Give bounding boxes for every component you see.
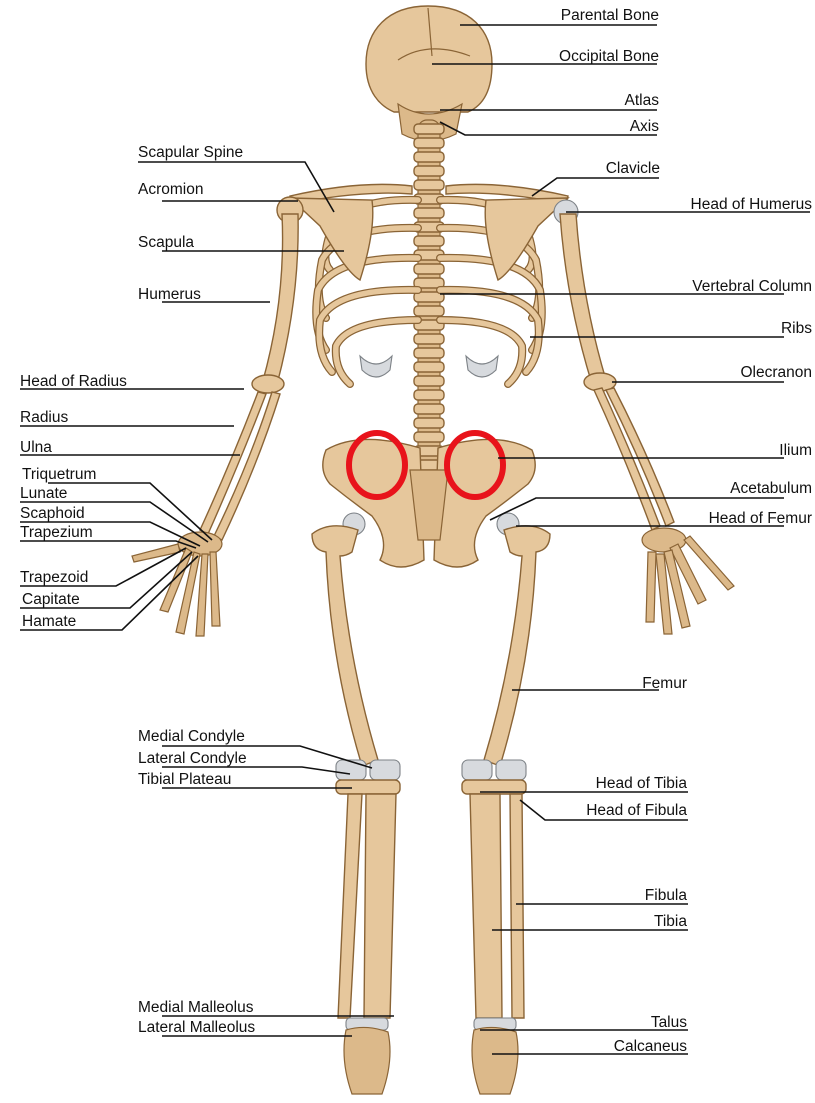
vertebra-segment bbox=[414, 236, 444, 246]
vertebra-segment bbox=[414, 432, 444, 442]
label-head-of-radius: Head of Radius bbox=[20, 373, 127, 390]
label-scapula: Scapula bbox=[138, 234, 194, 251]
left-leg bbox=[312, 526, 400, 1094]
label-ribs: Ribs bbox=[781, 320, 812, 337]
label-vertebral-column: Vertebral Column bbox=[692, 278, 812, 295]
label-axis: Axis bbox=[630, 118, 660, 135]
label-olecranon: Olecranon bbox=[740, 364, 812, 381]
vertebra-segment bbox=[414, 180, 444, 190]
label-occipital-bone: Occipital Bone bbox=[559, 48, 659, 65]
vertebra-segment bbox=[414, 334, 444, 344]
vertebra-segment bbox=[414, 208, 444, 218]
vertebra-segment bbox=[414, 362, 444, 372]
label-head-of-tibia: Head of Tibia bbox=[596, 775, 688, 792]
label-lunate: Lunate bbox=[20, 485, 67, 502]
label-tibial-plateau: Tibial Plateau bbox=[138, 771, 231, 788]
label-medial-condyle: Medial Condyle bbox=[138, 728, 245, 745]
vertebra-segment bbox=[414, 124, 444, 134]
vertebra-segment bbox=[414, 404, 444, 414]
label-femur: Femur bbox=[642, 675, 687, 692]
label-atlas: Atlas bbox=[625, 92, 660, 109]
label-head-of-fibula: Head of Fibula bbox=[586, 802, 687, 819]
vertebra-segment bbox=[414, 418, 444, 428]
label-trapezoid: Trapezoid bbox=[20, 569, 88, 586]
label-calcaneus: Calcaneus bbox=[614, 1038, 687, 1055]
vertebra-segment bbox=[414, 152, 444, 162]
label-fibula: Fibula bbox=[645, 887, 688, 904]
label-tibia: Tibia bbox=[654, 913, 687, 930]
right-leg bbox=[462, 526, 550, 1094]
label-lateral-condyle: Lateral Condyle bbox=[138, 750, 247, 767]
label-radius: Radius bbox=[20, 409, 68, 426]
left-arm bbox=[132, 197, 303, 636]
label-capitate: Capitate bbox=[22, 591, 80, 608]
label-lateral-malleolus: Lateral Malleolus bbox=[138, 1019, 255, 1036]
vertebra-segment bbox=[414, 166, 444, 176]
label-triquetrum: Triquetrum bbox=[22, 466, 96, 483]
vertebra-segment bbox=[414, 138, 444, 148]
label-head-of-femur: Head of Femur bbox=[709, 510, 812, 527]
vertebra-segment bbox=[414, 264, 444, 274]
label-humerus: Humerus bbox=[138, 286, 201, 303]
label-medial-malleolus: Medial Malleolus bbox=[138, 999, 254, 1016]
label-ulna: Ulna bbox=[20, 439, 52, 456]
label-scapular-spine: Scapular Spine bbox=[138, 144, 243, 161]
label-hamate: Hamate bbox=[22, 613, 76, 630]
vertebra-segment bbox=[414, 390, 444, 400]
label-acromion: Acromion bbox=[138, 181, 203, 198]
label-ilium: Ilium bbox=[779, 442, 812, 459]
vertebra-segment bbox=[414, 376, 444, 386]
label-parental-bone: Parental Bone bbox=[561, 7, 659, 24]
label-talus: Talus bbox=[651, 1014, 687, 1031]
vertebra-segment bbox=[414, 306, 444, 316]
label-trapezium: Trapezium bbox=[20, 524, 93, 541]
label-acetabulum: Acetabulum bbox=[730, 480, 812, 497]
label-head-of-humerus: Head of Humerus bbox=[691, 196, 813, 213]
label-scaphoid: Scaphoid bbox=[20, 505, 85, 522]
label-clavicle: Clavicle bbox=[606, 160, 660, 177]
right-arm bbox=[554, 200, 734, 634]
vertebra-segment bbox=[414, 348, 444, 358]
